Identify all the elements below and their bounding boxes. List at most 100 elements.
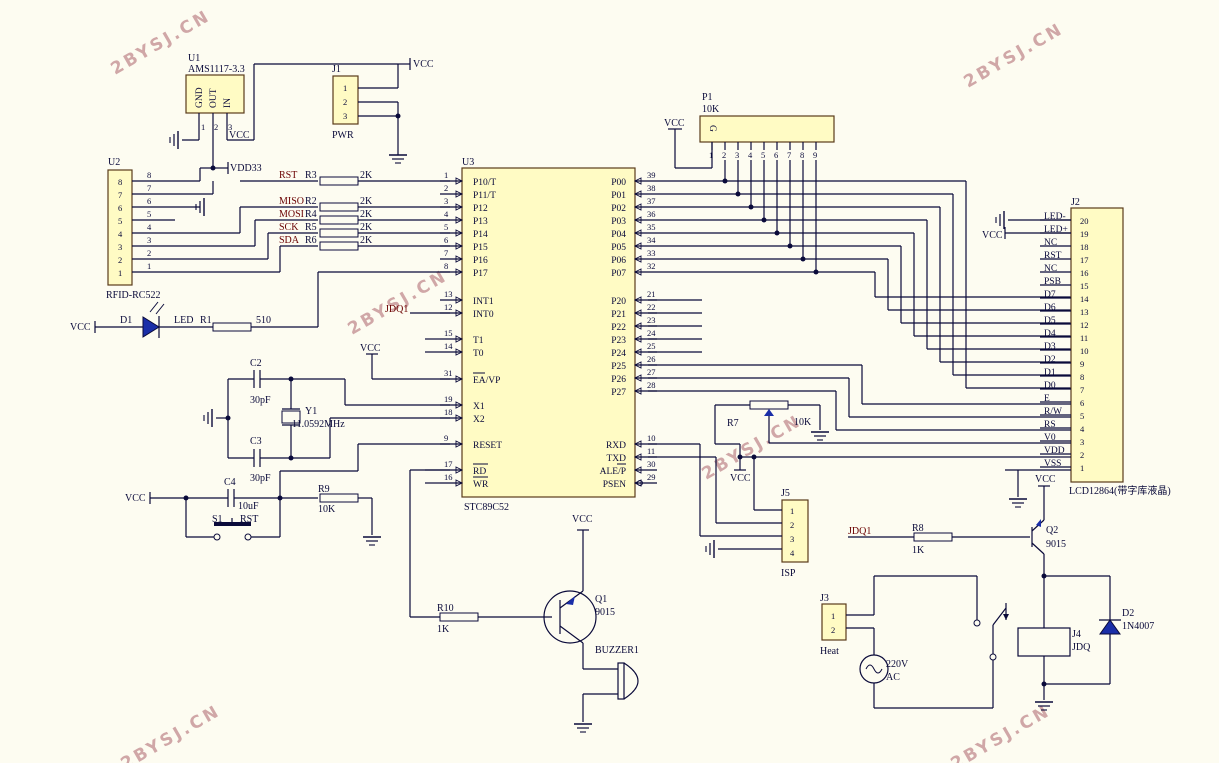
d2-ref: D2 [1122, 608, 1134, 619]
led-circuit: VCC D1 LED R1 510 [70, 271, 450, 338]
r4-ref: R4 [305, 209, 317, 220]
j2-pin-num-15: 15 [1080, 281, 1089, 291]
j2-pin-label-15: PSB [1044, 277, 1061, 287]
p1-pin-4: 4 [748, 150, 753, 160]
u3-pin-label-2: P11/T [473, 191, 496, 201]
c4-ref: C4 [224, 477, 236, 488]
watermark-2: 2BYSJ.CN [961, 19, 1068, 92]
u3-value: STC89C52 [464, 502, 509, 513]
u3-pin-num-37: 37 [647, 196, 656, 206]
r1-value: 510 [256, 315, 271, 326]
j5-pin-1: 1 [790, 506, 794, 516]
u2-pin-6: 6 [118, 203, 122, 213]
u2-ext-3: 3 [147, 235, 151, 245]
j2-pin-label-7: D0 [1044, 381, 1056, 391]
vdd33-net: VDD33 [230, 163, 262, 174]
oscillator-circuit: C2 30pF Y1 11.0592MHz C3 30pF [203, 358, 450, 484]
r7-contrast-pot: R7 10K VCC [714, 400, 1071, 484]
net-sda: SDA [279, 235, 300, 246]
j2-pin-num-12: 12 [1080, 320, 1089, 330]
j2-pin-label-10: D3 [1044, 342, 1056, 352]
r5-value: 2K [360, 222, 373, 233]
u1-regulator: U1 AMS1117-3.3 GND OUT IN 1 2 3 VCC [169, 53, 255, 168]
s1-value: RST [240, 514, 258, 525]
c4-value: 10uF [238, 501, 259, 512]
watermark-5: 2BYSJ.CN [118, 701, 225, 763]
j2-pin-label-13: D6 [1044, 303, 1056, 313]
j3-value: Heat [820, 646, 839, 657]
u3-pin-num-33: 33 [647, 248, 656, 258]
relay-driver: JDQ1 R8 1K VCC Q2 9015 D2 1N4007 J4 JDQ [848, 474, 1154, 711]
p2-stubs [648, 299, 702, 353]
u1-pin-gnd: GND [195, 87, 205, 108]
c2-ref: C2 [250, 358, 262, 369]
j2-pin-num-18: 18 [1080, 242, 1089, 252]
u2-ext-6: 6 [147, 196, 151, 206]
j2-pin-num-7: 7 [1080, 385, 1084, 395]
u3-pin-num-26: 26 [647, 354, 656, 364]
j2-pin-label-11: D4 [1044, 329, 1056, 339]
u3-pin-num-14: 14 [444, 341, 453, 351]
j1-pin-3: 3 [343, 111, 347, 121]
u2-ext-1: 1 [147, 261, 151, 271]
net-sck: SCK [279, 222, 299, 233]
d2-value: 1N4007 [1122, 621, 1154, 632]
j2-pin-label-8: D1 [1044, 368, 1056, 378]
u3-left-pins: 1P10/T2P11/T3P124P135P146P157P168P1713IN… [425, 170, 502, 490]
u3-pin-label-39: P00 [611, 178, 626, 188]
q2-value: 9015 [1046, 539, 1066, 550]
u3-pin-num-34: 34 [647, 235, 656, 245]
u3-pin-num-23: 23 [647, 315, 656, 325]
j2-pin-num-5: 5 [1080, 411, 1084, 421]
u3-pin-label-37: P02 [611, 204, 626, 214]
u3-pin-label-18: X2 [473, 415, 485, 425]
j3-ref: J3 [820, 593, 829, 604]
j2-pin-num-2: 2 [1080, 450, 1084, 460]
u3-pin-label-10: RXD [606, 441, 626, 451]
r5-ref: R5 [305, 222, 317, 233]
rst-vcc-net: VCC [125, 493, 146, 504]
p1-pin-6: 6 [774, 150, 778, 160]
u2-pin-7: 7 [118, 190, 122, 200]
u3-pin-num-6: 6 [444, 235, 448, 245]
u3-pin-num-36: 36 [647, 209, 656, 219]
ea-vcc-net: VCC [360, 343, 381, 354]
p1-pin-7: 7 [787, 150, 791, 160]
u3-pin-num-10: 10 [647, 433, 656, 443]
r9-value: 10K [318, 504, 336, 515]
u1-pin-out: OUT [209, 88, 219, 108]
c3-value: 30pF [250, 473, 271, 484]
j2-pin-num-10: 10 [1080, 346, 1089, 356]
r1-ref: R1 [200, 315, 212, 326]
j2-pin-label-18: NC [1044, 238, 1057, 248]
watermark-3: 2BYSJ.CN [345, 266, 452, 339]
u2-ext-7: 7 [147, 183, 151, 193]
j2-pin-num-6: 6 [1080, 398, 1084, 408]
u3-pin-label-22: P21 [611, 310, 626, 320]
p1-pin-1: 1 [709, 150, 713, 160]
ac-sub: AC [886, 672, 900, 683]
j2-pin-num-4: 4 [1080, 424, 1085, 434]
q1-ref: Q1 [595, 594, 607, 605]
u1-value: AMS1117-3.3 [188, 64, 245, 75]
j3-pin-2: 2 [831, 625, 835, 635]
u3-pin-label-32: P07 [611, 269, 626, 279]
reset-circuit: VCC C4 10uF R9 10K S1 RST [125, 443, 450, 546]
d1-ref: D1 [120, 315, 132, 326]
u3-pin-label-9: RESET [473, 441, 502, 451]
j5-pin-4: 4 [790, 548, 795, 558]
buzzer-ref: BUZZER1 [595, 645, 639, 656]
u3-pin-num-32: 32 [647, 261, 656, 271]
u1-num-1: 1 [201, 122, 205, 132]
u3-pin-num-22: 22 [647, 302, 656, 312]
p1-pin-9: 9 [813, 150, 817, 160]
u2-pin-1: 1 [118, 268, 122, 278]
c3-ref: C3 [250, 436, 262, 447]
u2-pin-5: 5 [118, 216, 122, 226]
rfid-resistors: RST R3 2K MISO R2 2K MOSI R4 2K SCK R5 2… [279, 170, 450, 251]
j2-pin-num-9: 9 [1080, 359, 1084, 369]
r8-ref: R8 [912, 523, 924, 534]
